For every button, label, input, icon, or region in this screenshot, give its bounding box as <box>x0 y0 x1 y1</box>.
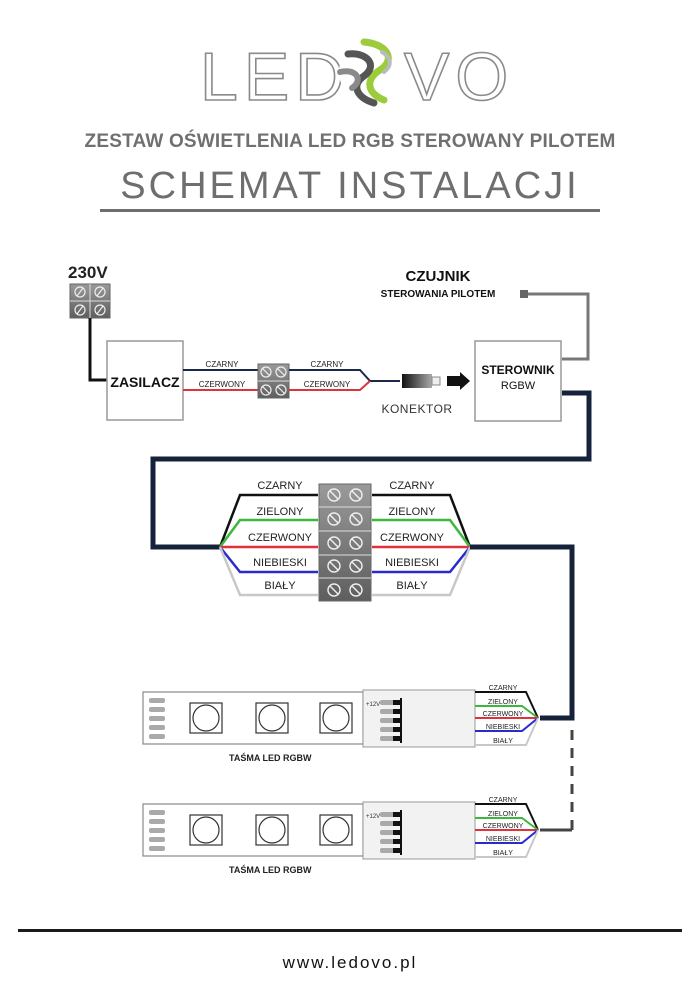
sensor-cable <box>528 292 590 361</box>
wire-label: BIAŁY <box>264 580 296 592</box>
junction-wires-right <box>372 493 472 597</box>
wire-label: ZIELONY <box>488 811 518 818</box>
connector-label: KONEKTOR <box>381 402 452 416</box>
led-strip-1: +12V TAŚMA LED RGBW CZARNY ZIELONY CZERW… <box>142 685 539 763</box>
wire-label: CZARNY <box>489 797 518 804</box>
wire-label: BIAŁY <box>493 850 513 857</box>
wire-label: NIEBIESKI <box>486 836 520 843</box>
logo-text-left: LED <box>200 39 350 115</box>
strip-label: TAŚMA LED RGBW <box>229 864 312 875</box>
wire-label: CZERWONY <box>483 711 524 718</box>
wire-label: NIEBIESKI <box>486 724 520 731</box>
footer-divider <box>18 929 682 932</box>
logo-text-right: VO <box>404 39 514 115</box>
controller-output-cable <box>150 390 592 550</box>
kit-subtitle: ZESTAW OŚWIETLENIA LED RGB STEROWANY PIL… <box>84 131 616 152</box>
psu-wire-label: CZARNY <box>311 360 345 369</box>
psu-wire-red-out <box>289 380 371 391</box>
wire-label: CZARNY <box>489 685 518 692</box>
wire-label: ZIELONY <box>256 506 304 518</box>
dc-connector-icon <box>402 372 470 390</box>
led-chip-icon <box>189 814 353 846</box>
title-underline <box>100 209 600 212</box>
junction-terminal-block <box>318 483 372 602</box>
wire-label: ZIELONY <box>488 699 518 706</box>
strip-label: TAŚMA LED RGBW <box>229 752 312 763</box>
ledovo-logo: LED VO <box>199 38 514 116</box>
footer-website-link[interactable]: www.ledovo.pl <box>282 953 418 972</box>
psu-wire-label: CZERWONY <box>199 380 246 389</box>
junction-wires-left <box>218 493 318 597</box>
wire-label: CZARNY <box>389 480 435 492</box>
mains-label: 230V <box>68 263 108 282</box>
screw-icon <box>74 286 106 316</box>
controller-label: RGBW <box>501 380 536 392</box>
sensor-subtitle: STEROWANIA PILOTEM <box>381 289 496 300</box>
wire-label: CZERWONY <box>483 823 524 830</box>
wire-label: BIAŁY <box>493 738 513 745</box>
controller-box <box>474 340 562 422</box>
strip-1-wire-bundle <box>475 691 539 746</box>
sensor-head-icon <box>520 290 528 298</box>
led-chip-icon <box>189 702 353 734</box>
junction-to-strip-cable <box>470 544 575 721</box>
sensor-title: CZUJNIK <box>405 268 470 285</box>
strip-voltage-label: +12V <box>366 702 380 708</box>
strip-2-wire-bundle <box>475 803 539 858</box>
strip-voltage-label: +12V <box>366 814 380 820</box>
mains-cable <box>88 318 108 382</box>
led-strip-2: +12V TAŚMA LED RGBW CZARNY ZIELONY CZERW… <box>142 797 539 875</box>
wire-label: BIAŁY <box>396 580 428 592</box>
controller-label: STEROWNIK <box>481 363 555 377</box>
psu-wire-black-out <box>289 369 400 382</box>
junction-labels-left: CZARNY ZIELONY CZERWONY NIEBIESKI BIAŁY <box>248 480 313 592</box>
psu-terminal-block <box>257 363 290 399</box>
power-supply-box <box>106 340 184 421</box>
logo-sphere-icon <box>337 38 401 107</box>
power-supply-label: ZASILACZ <box>110 374 180 390</box>
psu-wire-label: CZERWONY <box>304 380 351 389</box>
wire-label: CZERWONY <box>248 532 313 544</box>
mains-terminal-block <box>69 283 111 319</box>
wire-label: NIEBIESKI <box>385 557 439 569</box>
junction-labels-right: CZARNY ZIELONY CZERWONY NIEBIESKI BIAŁY <box>380 480 445 592</box>
wire-label: NIEBIESKI <box>253 557 307 569</box>
wire-label: CZARNY <box>257 480 303 492</box>
wire-label: ZIELONY <box>388 506 436 518</box>
page-title: SCHEMAT INSTALACJI <box>120 165 580 207</box>
psu-wire-label: CZARNY <box>206 360 240 369</box>
wire-label: CZERWONY <box>380 532 445 544</box>
